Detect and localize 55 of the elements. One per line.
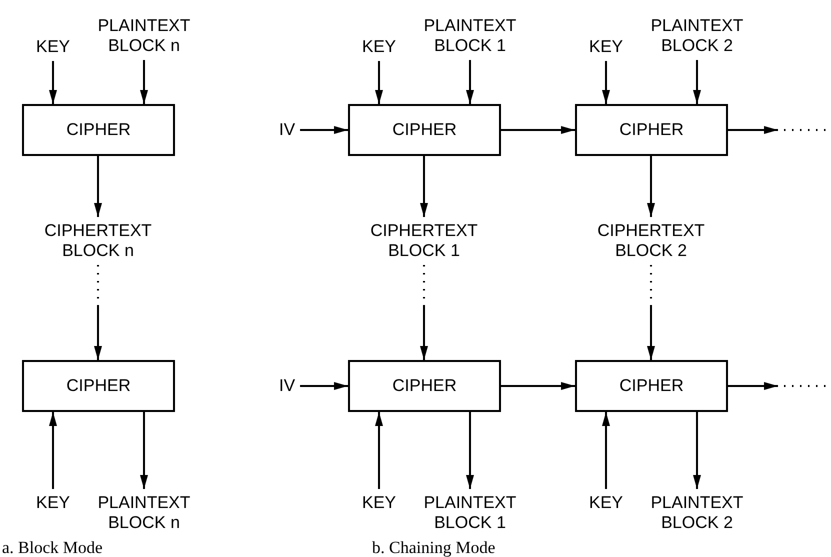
arrow: [647, 156, 655, 217]
signal-label: PLAINTEXT BLOCK n: [82, 16, 206, 56]
arrow: [466, 60, 474, 104]
arrow: [602, 412, 610, 489]
caption: b. Chaining Mode: [372, 538, 496, 557]
signal-label: CIPHERTEXT BLOCK 1: [359, 221, 489, 261]
signal-label: IV: [278, 376, 296, 396]
arrow: [728, 126, 778, 134]
arrow: [375, 412, 383, 489]
caption: a. Block Mode: [2, 538, 103, 557]
dotted-arrow: [420, 265, 428, 360]
cipher-box: [575, 360, 728, 412]
arrow: [140, 412, 148, 489]
box-label: CIPHER: [66, 376, 131, 396]
box-label: CIPHER: [619, 376, 684, 396]
arrow: [49, 412, 57, 489]
arrow: [94, 156, 102, 217]
cipher-box: [575, 104, 728, 156]
arrow: [300, 382, 348, 390]
signal-label: IV: [278, 120, 296, 140]
signal-label: PLAINTEXT BLOCK 1: [408, 16, 532, 56]
arrow: [728, 382, 778, 390]
arrow: [420, 156, 428, 217]
cipher-box: [348, 104, 501, 156]
dotted-arrow: [94, 265, 102, 360]
arrow: [466, 412, 474, 489]
cipher-box: [22, 104, 175, 156]
box-label: CIPHER: [66, 120, 131, 140]
arrow: [602, 61, 610, 104]
arrow: [693, 412, 701, 489]
signal-label: CIPHERTEXT BLOCK n: [33, 221, 163, 261]
signal-label: CIPHERTEXT BLOCK 2: [586, 221, 716, 261]
signal-label: PLAINTEXT BLOCK 2: [634, 16, 760, 56]
cipher-box: [348, 360, 501, 412]
arrow: [300, 126, 348, 134]
signal-label: PLAINTEXT BLOCK n: [82, 493, 206, 533]
signal-label: KEY: [36, 37, 70, 57]
arrow: [501, 382, 575, 390]
signal-label: PLAINTEXT BLOCK 2: [634, 493, 760, 533]
signal-label: KEY: [36, 493, 70, 513]
box-label: CIPHER: [619, 120, 684, 140]
cipher-box: [22, 360, 175, 412]
signal-label: PLAINTEXT BLOCK 1: [408, 493, 532, 533]
arrow: [375, 61, 383, 104]
signal-label: KEY: [588, 493, 624, 513]
signal-label: KEY: [588, 37, 624, 57]
dotted-arrow: [647, 265, 655, 360]
signal-label: KEY: [362, 37, 396, 57]
arrow: [49, 61, 57, 104]
box-label: CIPHER: [392, 120, 457, 140]
arrow: [501, 126, 575, 134]
arrow: [140, 60, 148, 104]
box-label: CIPHER: [392, 376, 457, 396]
arrow: [693, 60, 701, 104]
signal-label: KEY: [362, 493, 396, 513]
